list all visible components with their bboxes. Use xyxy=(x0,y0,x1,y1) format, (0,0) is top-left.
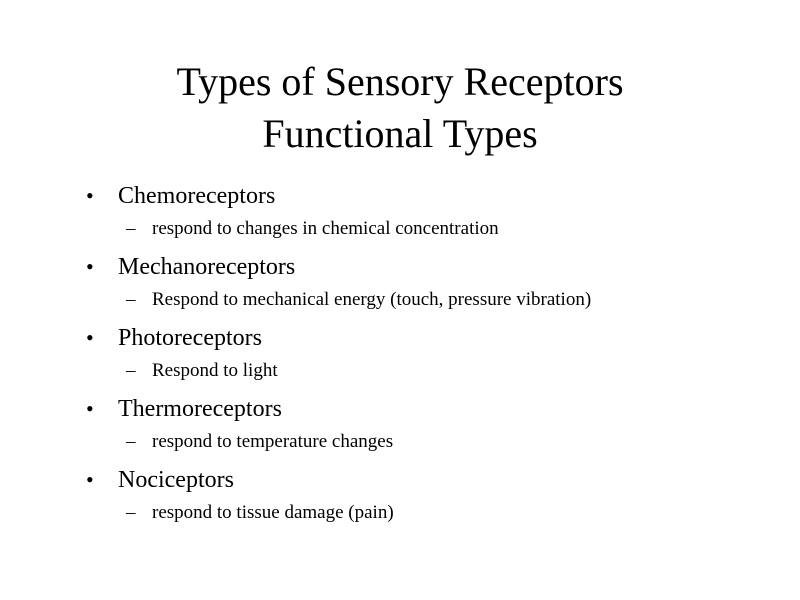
list-item: • Thermoreceptors – respond to temperatu… xyxy=(86,391,786,462)
bullet-icon: • xyxy=(86,254,94,279)
list-item-description: respond to changes in chemical concentra… xyxy=(152,218,499,239)
bullet-icon: • xyxy=(86,396,94,421)
bullet-icon: • xyxy=(86,325,94,350)
title-line-1: Types of Sensory Receptors xyxy=(176,59,624,104)
list-item-description: Respond to mechanical energy (touch, pre… xyxy=(152,289,592,310)
list-item: • Nociceptors – respond to tissue damage… xyxy=(86,462,786,533)
bullet-icon: • xyxy=(86,183,94,208)
list-item: • Mechanoreceptors – Respond to mechanic… xyxy=(86,249,786,320)
list-item-label: Photoreceptors xyxy=(118,325,262,351)
dash-icon: – xyxy=(126,502,136,523)
list-item-label: Thermoreceptors xyxy=(118,396,282,422)
list-item-description: respond to tissue damage (pain) xyxy=(152,502,394,523)
dash-icon: – xyxy=(126,360,136,381)
slide-title: Types of Sensory Receptors Functional Ty… xyxy=(0,56,800,160)
list-item-label: Mechanoreceptors xyxy=(118,254,296,280)
bullet-icon: • xyxy=(86,467,94,492)
title-line-2: Functional Types xyxy=(262,111,538,156)
list-item: • Chemoreceptors – respond to changes in… xyxy=(86,178,786,249)
list-item: • Photoreceptors – Respond to light xyxy=(86,320,786,391)
list-item-label: Chemoreceptors xyxy=(118,183,276,209)
list-item-description: respond to temperature changes xyxy=(152,431,394,452)
dash-icon: – xyxy=(126,431,136,452)
dash-icon: – xyxy=(126,218,136,239)
bullet-list: • Chemoreceptors – respond to changes in… xyxy=(86,178,786,533)
list-item-label: Nociceptors xyxy=(118,467,234,493)
dash-icon: – xyxy=(126,289,136,310)
list-item-description: Respond to light xyxy=(152,360,278,381)
